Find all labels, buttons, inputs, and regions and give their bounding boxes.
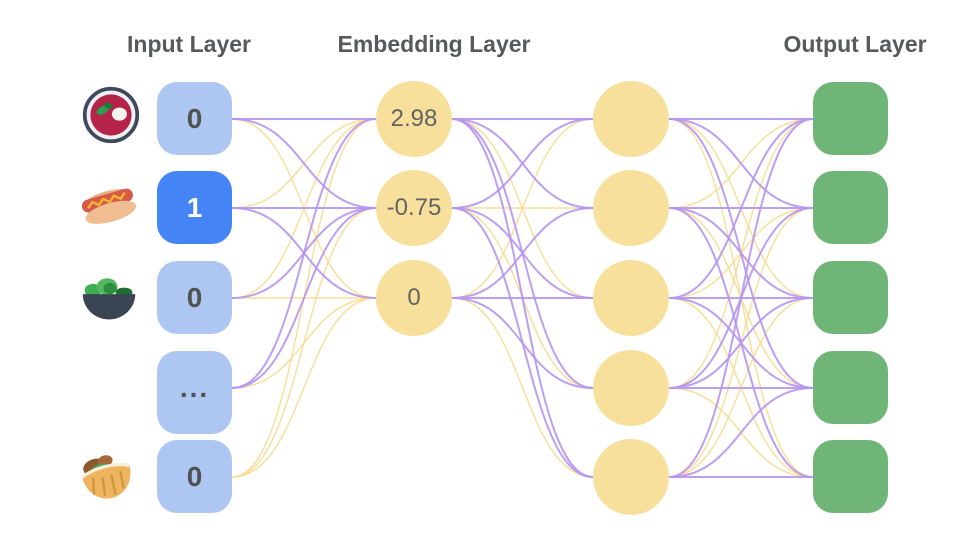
- borscht-soup-icon: [82, 86, 140, 144]
- input-layer-title: Input Layer: [127, 31, 251, 57]
- hidden-node-4: [593, 350, 669, 426]
- connection-wire: [451, 297, 594, 478]
- connection-wire: [668, 118, 814, 299]
- connection-wire: [668, 297, 814, 389]
- output-node-5: [813, 440, 888, 513]
- embedding-node-2: -0.75: [376, 170, 452, 246]
- connection-wire: [668, 387, 814, 478]
- output-node-1: [813, 82, 888, 155]
- embedding-node-3: 0: [376, 260, 452, 336]
- connection-wire: [451, 118, 594, 299]
- connection-wire: [668, 118, 814, 209]
- connection-wire: [451, 297, 594, 389]
- hidden-node-1: [593, 81, 669, 157]
- connection-wire: [668, 207, 814, 299]
- connection-wire: [231, 118, 377, 209]
- output-node-3: [813, 261, 888, 334]
- embedding-layer-title: Embedding Layer: [337, 31, 531, 57]
- connection-wire: [451, 118, 594, 209]
- connection-wire: [668, 118, 814, 478]
- embedding-node-1: 2.98: [376, 81, 452, 157]
- input-node-ellipsis: ...: [157, 351, 232, 434]
- input-node-borscht: 0: [157, 82, 232, 155]
- input-node-flatbread: 0: [157, 440, 232, 513]
- output-node-4: [813, 351, 888, 424]
- connection-wire: [231, 207, 377, 389]
- connection-wire: [451, 207, 594, 299]
- input-node-salad: 0: [157, 261, 232, 334]
- connection-wire: [231, 118, 377, 389]
- connection-wire: [231, 297, 377, 478]
- hidden-node-2: [593, 170, 669, 246]
- output-node-2: [813, 171, 888, 244]
- output-layer-title: Output Layer: [783, 31, 927, 57]
- hidden-node-3: [593, 260, 669, 336]
- input-node-hot-dog: 1: [157, 171, 232, 244]
- green-salad-icon: [82, 278, 136, 320]
- connection-wire: [231, 207, 377, 478]
- stuffed-flatbread-icon: [81, 455, 131, 499]
- hot-dog-icon: [81, 188, 137, 224]
- hidden-node-5: [593, 439, 669, 515]
